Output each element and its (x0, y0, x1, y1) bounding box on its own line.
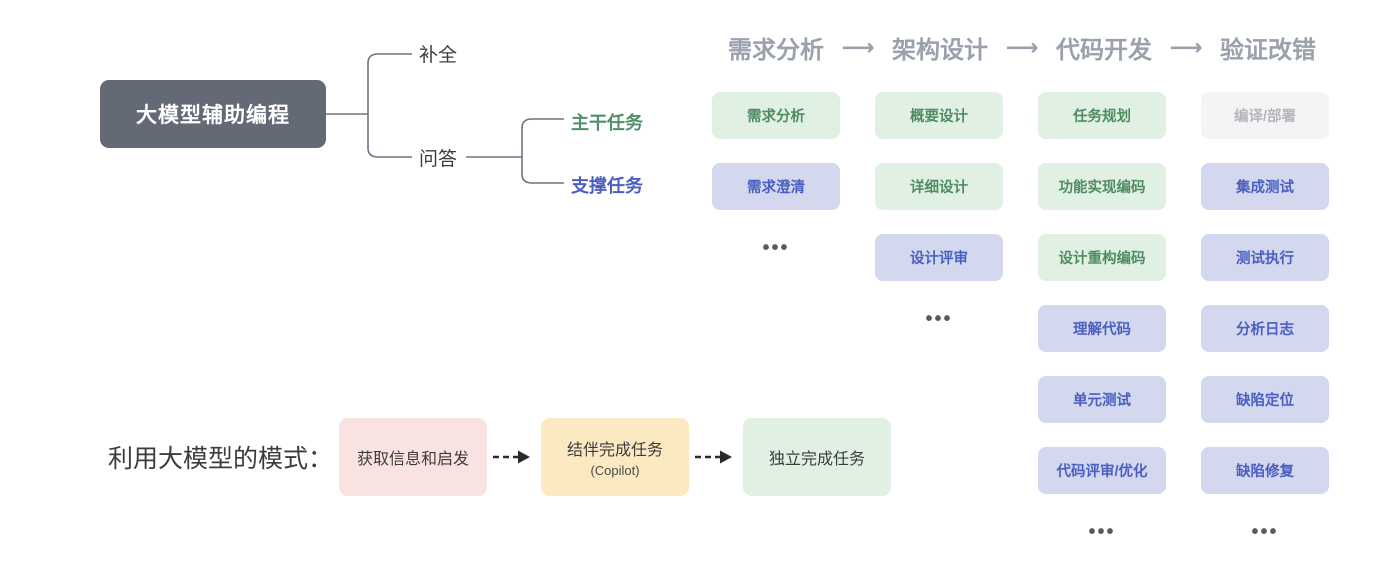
task-card-label: 任务规划 (1073, 109, 1131, 125)
pipeline-column-0: 需求分析需求澄清 ••• (712, 92, 840, 546)
task-card[interactable]: 详细设计 (875, 163, 1003, 210)
pipeline-columns: 需求分析需求澄清•••概要设计详细设计设计评审•••任务规划功能实现编码设计重构… (712, 92, 1352, 546)
mode-card-label: 获取信息和启发 (357, 451, 470, 468)
task-card-label: 设计评审 (910, 251, 968, 267)
pipeline-column-1: 概要设计详细设计设计评审 ••• (875, 92, 1003, 546)
mindmap-branch-qa: 问答 (419, 149, 458, 170)
task-card[interactable]: 编译/部署 (1201, 92, 1329, 139)
arrow-right-icon: ⟶ (1169, 34, 1203, 60)
pipeline-column-2: 任务规划功能实现编码设计重构编码理解代码单元测试代码评审/优化 ••• (1038, 92, 1166, 546)
task-card[interactable]: 分析日志 (1201, 305, 1329, 352)
task-card[interactable]: 集成测试 (1201, 163, 1329, 210)
task-card-label: 单元测试 (1073, 393, 1131, 409)
pipeline-stage-label-2: 代码开发 (1056, 37, 1152, 64)
dashed-arrow-icon (487, 446, 541, 468)
column-more-ellipsis: ••• (925, 308, 953, 330)
mode-card-independent[interactable]: 独立完成任务 (743, 418, 892, 496)
task-card[interactable]: 理解代码 (1038, 305, 1166, 352)
dashed-arrow-icon (689, 446, 743, 468)
task-card-label: 测试执行 (1236, 251, 1294, 267)
task-card-label: 缺陷定位 (1236, 393, 1294, 409)
pipeline-stage-label-1: 架构设计 (892, 37, 988, 64)
task-card[interactable]: 代码评审/优化 (1038, 447, 1166, 494)
task-card-label: 功能实现编码 (1058, 180, 1146, 196)
usage-mode-row: 利用大模型的模式： 获取信息和启发 结伴完成任务 (Copilot) 独立完成任… (108, 418, 892, 496)
mindmap-root-box: 大模型辅助编程 (100, 80, 326, 148)
column-more-ellipsis: ••• (1088, 521, 1116, 543)
task-card-label: 代码评审/优化 (1056, 464, 1148, 480)
mindmap-leaf-support-task: 支撑任务 (571, 176, 643, 196)
task-card-label: 设计重构编码 (1058, 251, 1146, 267)
mode-card-label: 独立完成任务 (769, 451, 866, 468)
task-card[interactable]: 任务规划 (1038, 92, 1166, 139)
mindmap-leaf-main-task: 主干任务 (571, 113, 643, 133)
pipeline-stage-label-3: 验证改错 (1220, 37, 1316, 64)
pipeline-column-3: 编译/部署集成测试测试执行分析日志缺陷定位缺陷修复 ••• (1201, 92, 1329, 546)
task-card[interactable]: 测试执行 (1201, 234, 1329, 281)
arrow-right-icon: ⟶ (1005, 34, 1039, 60)
mode-card-copilot[interactable]: 结伴完成任务 (Copilot) (541, 418, 690, 496)
task-card-label: 概要设计 (910, 109, 968, 125)
task-card[interactable]: 功能实现编码 (1038, 163, 1166, 210)
task-card[interactable]: 需求分析 (712, 92, 840, 139)
task-card[interactable]: 需求澄清 (712, 163, 840, 210)
task-card[interactable]: 概要设计 (875, 92, 1003, 139)
column-more-ellipsis: ••• (762, 237, 790, 259)
task-card-label: 需求澄清 (747, 180, 805, 196)
task-card[interactable]: 缺陷修复 (1201, 447, 1329, 494)
pipeline-stage-label-0: 需求分析 (728, 37, 824, 64)
mindmap-root-label: 大模型辅助编程 (136, 104, 290, 127)
usage-mode-title: 利用大模型的模式： (108, 445, 334, 473)
task-card-label: 理解代码 (1073, 322, 1131, 338)
task-card-label: 详细设计 (910, 180, 968, 196)
task-card-label: 缺陷修复 (1236, 464, 1294, 480)
task-card-label: 需求分析 (747, 109, 805, 125)
task-card[interactable]: 缺陷定位 (1201, 376, 1329, 423)
column-more-ellipsis: ••• (1251, 521, 1279, 543)
mode-card-sublabel: (Copilot) (590, 463, 640, 478)
mode-card-label: 结伴完成任务 (567, 442, 664, 459)
task-card-label: 集成测试 (1236, 180, 1294, 196)
task-card[interactable]: 设计重构编码 (1038, 234, 1166, 281)
task-card-label: 编译/部署 (1233, 109, 1297, 125)
task-card-label: 分析日志 (1236, 322, 1294, 338)
mode-card-gather-info[interactable]: 获取信息和启发 (339, 418, 488, 496)
arrow-right-icon: ⟶ (841, 34, 875, 60)
task-card[interactable]: 单元测试 (1038, 376, 1166, 423)
mindmap-branch-completion: 补全 (419, 45, 458, 66)
task-card[interactable]: 设计评审 (875, 234, 1003, 281)
pipeline-header: 需求分析 ⟶ 架构设计 ⟶ 代码开发 ⟶ 验证改错 (712, 30, 1352, 65)
